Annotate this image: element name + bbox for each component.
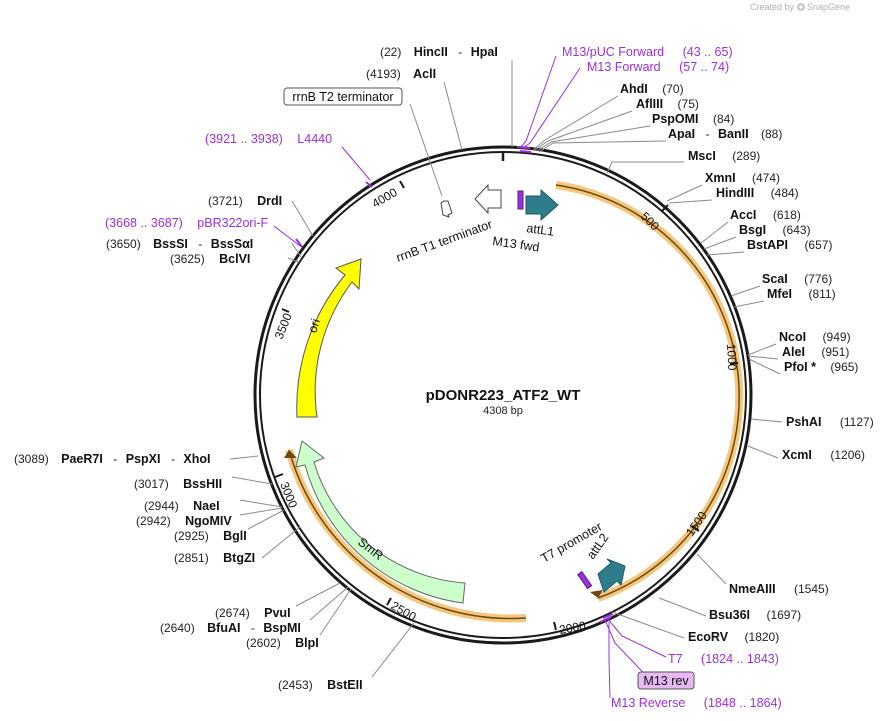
site-bstapi[interactable]: BstAPI (657)	[747, 236, 832, 253]
site-paer7i-pspxi-xhoi[interactable]: (3089) PaeR7I - PspXI - XhoI	[14, 450, 211, 467]
site-pspomi[interactable]: PspOMI (84)	[652, 110, 734, 127]
site-hincii-hpai[interactable]: (22) HincII - HpaI	[380, 43, 498, 60]
attl1-feature-arrow[interactable]	[525, 188, 559, 222]
insert-arrowhead-bottom	[284, 450, 297, 458]
site-drdi[interactable]: (3721) DrdI	[208, 192, 282, 209]
backbone-outer-circle	[253, 145, 753, 645]
site-bsgi[interactable]: BsgI (643)	[739, 221, 811, 238]
tick-label-1000: 1000	[724, 343, 739, 371]
primer-pbr322ori-f[interactable]: (3668 .. 3687) pBR322ori-F	[105, 214, 269, 231]
rrnb-t2-label: rrnB T2 terminator	[292, 90, 393, 104]
site-alei[interactable]: AleI (951)	[782, 343, 849, 360]
site-scai[interactable]: ScaI (776)	[762, 270, 832, 287]
site-afliii[interactable]: AflIII (75)	[636, 95, 699, 112]
site-bgli[interactable]: (2925) BglI	[174, 527, 247, 544]
primer-m13-forward[interactable]: M13 Forward (57 .. 74)	[587, 58, 729, 75]
site-mfei[interactable]: MfeI (811)	[767, 285, 836, 302]
attl2-feature-arrow[interactable]	[597, 558, 626, 593]
primer-m13-reverse[interactable]: M13 Reverse (1848 .. 1864)	[611, 694, 782, 711]
site-bsteii[interactable]: (2453) BstEII	[278, 676, 363, 693]
site-btgzi[interactable]: (2851) BtgZI	[174, 549, 255, 566]
site-apai-banii[interactable]: ApaI - BanII (88)	[668, 125, 782, 142]
site-bclvi[interactable]: (3625) BclVI	[170, 250, 250, 267]
plasmid-size: 4308 bp	[483, 405, 523, 417]
insert-arrowhead-right	[590, 590, 603, 598]
site-xcmi[interactable]: XcmI (1206)	[782, 446, 865, 463]
insert-line-arc-bottom	[288, 449, 527, 620]
t7-promoter-feature[interactable]	[577, 571, 593, 590]
m13-fwd-feature[interactable]	[517, 190, 524, 210]
credit-brand: SnapGene	[807, 2, 850, 12]
attl1-label: attL1	[526, 221, 556, 239]
site-bsshii[interactable]: (3017) BssHII	[134, 475, 222, 492]
primer-t7[interactable]: T7 (1824 .. 1843)	[668, 650, 779, 667]
ori-feature-arrow[interactable]	[296, 258, 362, 418]
primer-l4440[interactable]: (3921 .. 3938) L4440	[205, 130, 332, 147]
site-acli[interactable]: (4193) AclI	[366, 65, 436, 82]
site-bsu36i[interactable]: Bsu36I (1697)	[709, 606, 801, 623]
site-ecorv[interactable]: EcoRV (1820)	[688, 628, 779, 645]
m13-rev-label[interactable]: M13 rev	[643, 674, 689, 688]
site-msci[interactable]: MscI (289)	[688, 147, 760, 164]
plasmid-name: pDONR223_ATF2_WT	[426, 387, 581, 404]
site-nmeaiii[interactable]: NmeAIII (1545)	[729, 580, 829, 597]
rrnb-t1-label: rrnB T1 terminator	[394, 217, 494, 265]
site-naei[interactable]: (2944) NaeI	[144, 497, 220, 514]
primer-m13-puc-forward[interactable]: M13/pUC Forward (43 .. 65)	[562, 43, 733, 60]
tick-label-2000: 2000	[558, 618, 587, 636]
rrnb-t2-label-box	[283, 87, 403, 106]
ring-ticks	[274, 180, 739, 631]
site-bsssi-bsssai[interactable]: (3650) BssSI - BssSαI	[106, 235, 253, 252]
smr-feature-arrow[interactable]	[295, 440, 466, 604]
rrnb-t2-leader	[409, 103, 443, 197]
credit-prefix: Created by	[750, 2, 795, 12]
site-hindiii[interactable]: HindIII (484)	[716, 184, 799, 201]
tick-label-3500: 3500	[272, 311, 295, 341]
m13-rev-label-box	[637, 671, 695, 690]
insert-line-arc-right	[555, 184, 740, 599]
ori-label: ori	[305, 317, 323, 335]
site-pshai[interactable]: PshAI (1127)	[786, 413, 874, 430]
site-pfoi[interactable]: PfoI * (965)	[784, 358, 858, 375]
insert-highlight-arc-bottom	[285, 448, 527, 623]
site-xmni[interactable]: XmnI (474)	[705, 169, 780, 186]
m13-fwd-label: M13 fwd	[492, 234, 541, 254]
primer-leaders	[273, 55, 667, 699]
site-leaders	[229, 60, 783, 678]
snapgene-logo-icon	[797, 3, 805, 11]
site-pvui[interactable]: (2674) PvuI	[215, 604, 291, 621]
site-blpi[interactable]: (2602) BlpI	[246, 634, 319, 651]
site-bfuai-bspmi[interactable]: (2640) BfuAI - BspMI	[160, 619, 301, 636]
rrnb-t2-terminator-arrow[interactable]	[440, 200, 453, 218]
rrnb-t1-terminator-arrow[interactable]	[474, 183, 502, 215]
site-ncoi[interactable]: NcoI (949)	[779, 328, 851, 345]
site-ahdi[interactable]: AhdI (70)	[620, 80, 684, 97]
primer-marks	[295, 146, 614, 623]
site-acci[interactable]: AccI (618)	[730, 206, 801, 223]
site-ngomiv[interactable]: (2942) NgoMIV	[136, 512, 232, 529]
